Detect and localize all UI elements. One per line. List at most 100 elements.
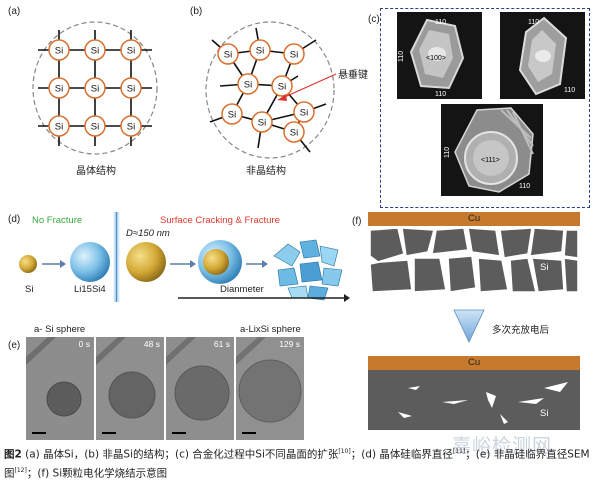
panel-b-caption: 非晶结构	[246, 166, 286, 177]
sem-image-110: 110 110	[500, 12, 585, 99]
svg-text:Si: Si	[127, 84, 135, 95]
si-atom: Si	[249, 39, 271, 61]
si-atom: Si	[217, 43, 239, 65]
tem-frame-0s: 0 s	[26, 337, 94, 440]
si-label: Si	[25, 284, 34, 295]
si-atom: Si	[120, 39, 142, 61]
si-label-top: Si	[540, 262, 549, 273]
svg-text:Si: Si	[127, 122, 135, 133]
sem-image-100: 110 110 <100> 110	[397, 12, 482, 99]
svg-text:Si: Si	[290, 50, 298, 61]
tem-frame-129s: 129 s	[236, 337, 304, 440]
facet-110-left2-label: 110	[444, 147, 451, 158]
svg-text:Si: Si	[224, 50, 232, 61]
lithiated-particle	[70, 242, 110, 282]
si-atom: Si	[84, 39, 106, 61]
svg-text:Si: Si	[55, 84, 63, 95]
svg-text:Si: Si	[91, 84, 99, 95]
facet-100-label: <100>	[426, 55, 446, 62]
no-fracture-title: No Fracture	[32, 215, 83, 226]
sintering-after	[368, 356, 580, 430]
scale-bar	[172, 432, 186, 434]
si-atom: Si	[293, 101, 315, 123]
si-atom: Si	[48, 77, 70, 99]
svg-text:Si: Si	[91, 46, 99, 57]
frame-time: 129 s	[279, 339, 300, 349]
cu-label-bottom: Cu	[468, 357, 481, 368]
fractured-fragments	[273, 239, 343, 301]
svg-text:Si: Si	[55, 46, 63, 57]
si-atom: Si	[120, 115, 142, 137]
caption-text-4: ；(f) Si颗粒电化学烧结示意图	[26, 467, 168, 479]
panel-d-label: (d)	[8, 214, 21, 225]
si-atom: Si	[48, 39, 70, 61]
panel-b-label: (b)	[190, 6, 203, 17]
figure-caption: 图2 (a) 晶体Si，(b) 非晶Si的结构；(c) 合金化过程中Si不同晶面…	[4, 444, 596, 481]
caption-text-2: ；(d) 晶体硅临界直径	[350, 448, 453, 461]
tem-frame-61s: 61 s	[166, 337, 234, 440]
si-label-bottom: Si	[540, 408, 549, 419]
facet-110-left-label: 110	[398, 51, 405, 62]
svg-text:Si: Si	[290, 128, 298, 139]
panel-c-label: (c)	[368, 14, 380, 25]
facet-110-label: 110	[528, 19, 539, 26]
scale-bar	[102, 432, 116, 434]
si-atom: Si	[221, 103, 243, 125]
sem-images-frame	[380, 8, 590, 208]
svg-text:Si: Si	[55, 122, 63, 133]
scale-bar	[242, 432, 256, 434]
figure-number: 图2	[4, 448, 22, 461]
svg-text:Si: Si	[244, 80, 252, 91]
panel-f-label: (f)	[352, 216, 362, 227]
si-atom: Si	[48, 115, 70, 137]
cu-label-top: Cu	[468, 213, 481, 224]
caption-text-3: ；(e) 非晶硅临界直径SEM图	[4, 448, 590, 480]
fracture-schematic	[19, 239, 350, 302]
scale-bar	[32, 432, 46, 434]
facet-110-right-label: 110	[519, 183, 530, 190]
critical-diameter-label: D≈150 nm	[126, 228, 170, 239]
si-atom: Si	[84, 77, 106, 99]
svg-text:Si: Si	[127, 46, 135, 57]
surface-cracking-title: Surface Cracking & Fracture	[160, 215, 280, 226]
facet-110-bottom-label: 110	[435, 91, 446, 98]
sem-image-111: <111> 110 110	[441, 104, 543, 196]
frame-time: 48 s	[143, 339, 160, 349]
small-si-particle	[19, 255, 37, 273]
critical-diameter-line-core	[116, 212, 117, 302]
facet-111-label: <111>	[481, 157, 500, 164]
caption-ref-2: [11]	[452, 448, 466, 455]
si-atom: Si	[283, 43, 305, 65]
panel-a-caption: 晶体结构	[76, 166, 116, 177]
watermark: 嘉峪检测网	[452, 435, 553, 457]
facet-110-top-label: 110	[435, 19, 446, 26]
svg-text:Si: Si	[228, 110, 236, 121]
si-atom: Si	[251, 111, 273, 133]
down-arrow	[453, 309, 485, 343]
li15si4-label: Li15Si4	[74, 284, 106, 295]
tem-frame-48s: 48 s	[96, 337, 164, 440]
si-atom: Si	[271, 75, 293, 97]
si-atom: Si	[237, 73, 259, 95]
si-atom: Si	[283, 121, 305, 143]
caption-text-1: (a) 晶体Si，(b) 非晶Si的结构；(c) 合金化过程中Si不同晶面的扩张	[25, 448, 339, 461]
large-si-particle	[126, 242, 166, 282]
si-atom: Si	[84, 115, 106, 137]
svg-text:Si: Si	[258, 118, 266, 129]
sintering-before	[368, 212, 580, 296]
svg-text:Si: Si	[278, 82, 286, 93]
si-atom: Si	[120, 77, 142, 99]
frame-time: 0 s	[78, 339, 90, 349]
facet-110-lower-label: 110	[564, 87, 575, 94]
dangling-bond-annotation: 悬垂键	[338, 70, 368, 81]
svg-text:Si: Si	[300, 108, 308, 119]
a-lixsi-sphere-title: a-LixSi sphere	[240, 324, 301, 335]
svg-text:Si: Si	[256, 46, 264, 57]
panel-a-label: (a)	[8, 6, 21, 17]
caption-ref-1: [10]	[338, 448, 351, 455]
a-si-sphere-title: a- Si sphere	[34, 324, 86, 335]
diameter-axis-label: Dianmeter	[220, 284, 264, 295]
frame-time: 61 s	[213, 339, 230, 349]
